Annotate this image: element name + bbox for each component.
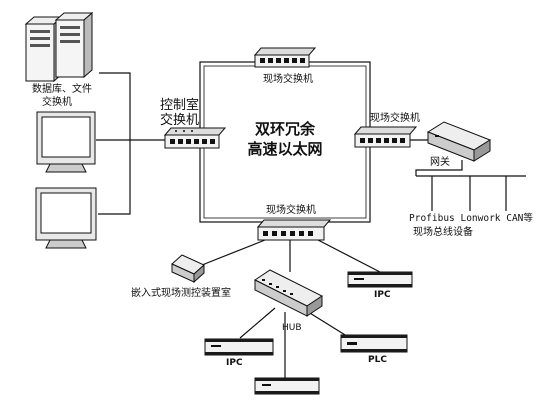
- embedded-device-icon: [171, 254, 205, 284]
- fieldbus-label: Profibus Lonwork CAN等: [409, 213, 533, 224]
- monitor-icon: [36, 111, 96, 173]
- fieldbus-device-label: 现场总线设备: [413, 227, 473, 238]
- ipc-icon: [204, 338, 274, 356]
- exchanger-label: 交换机: [42, 97, 72, 108]
- ipc-right-label: IPC: [374, 290, 391, 300]
- plc-label: PLC: [368, 355, 387, 365]
- link-ipc-right: [317, 239, 381, 273]
- monitor-icon: [35, 187, 97, 249]
- switch-icon: [253, 47, 317, 68]
- plc-icon: [340, 334, 408, 353]
- ring-title-line1: 双环冗余: [254, 120, 315, 138]
- switch-icon: [163, 127, 227, 149]
- link-plc: [304, 309, 351, 339]
- embedded-device-label: 嵌入式现场测控装置室: [131, 288, 231, 299]
- switch-icon: [353, 126, 418, 148]
- control-room-switch-label: 交换机: [160, 113, 200, 128]
- field-switch-bottom-label: 现场交换机: [266, 205, 316, 216]
- link-ipc-left: [239, 307, 276, 339]
- switch-icon: [256, 219, 332, 241]
- control-room-label: 控制室: [160, 98, 200, 113]
- hub-icon: [254, 269, 323, 317]
- link-fieldbus-drop: [415, 160, 463, 176]
- server-icon: [24, 11, 94, 83]
- link-monitor-2: [98, 140, 131, 215]
- database-file-label: 数据库、文件: [32, 84, 92, 95]
- gateway-icon: [426, 121, 492, 162]
- link-server: [99, 72, 165, 141]
- link-embedded: [201, 239, 266, 266]
- gateway-label: 网关: [430, 157, 450, 168]
- ipc-left-label: IPC: [226, 358, 243, 368]
- ring-title-line2: 高速以太网: [247, 140, 323, 158]
- ipc-icon: [347, 271, 413, 288]
- ipc-icon: [254, 377, 320, 395]
- field-switch-right-label: 现场交换机: [370, 113, 420, 124]
- hub-label: HUB: [282, 323, 302, 333]
- field-switch-top-label: 现场交换机: [263, 74, 313, 85]
